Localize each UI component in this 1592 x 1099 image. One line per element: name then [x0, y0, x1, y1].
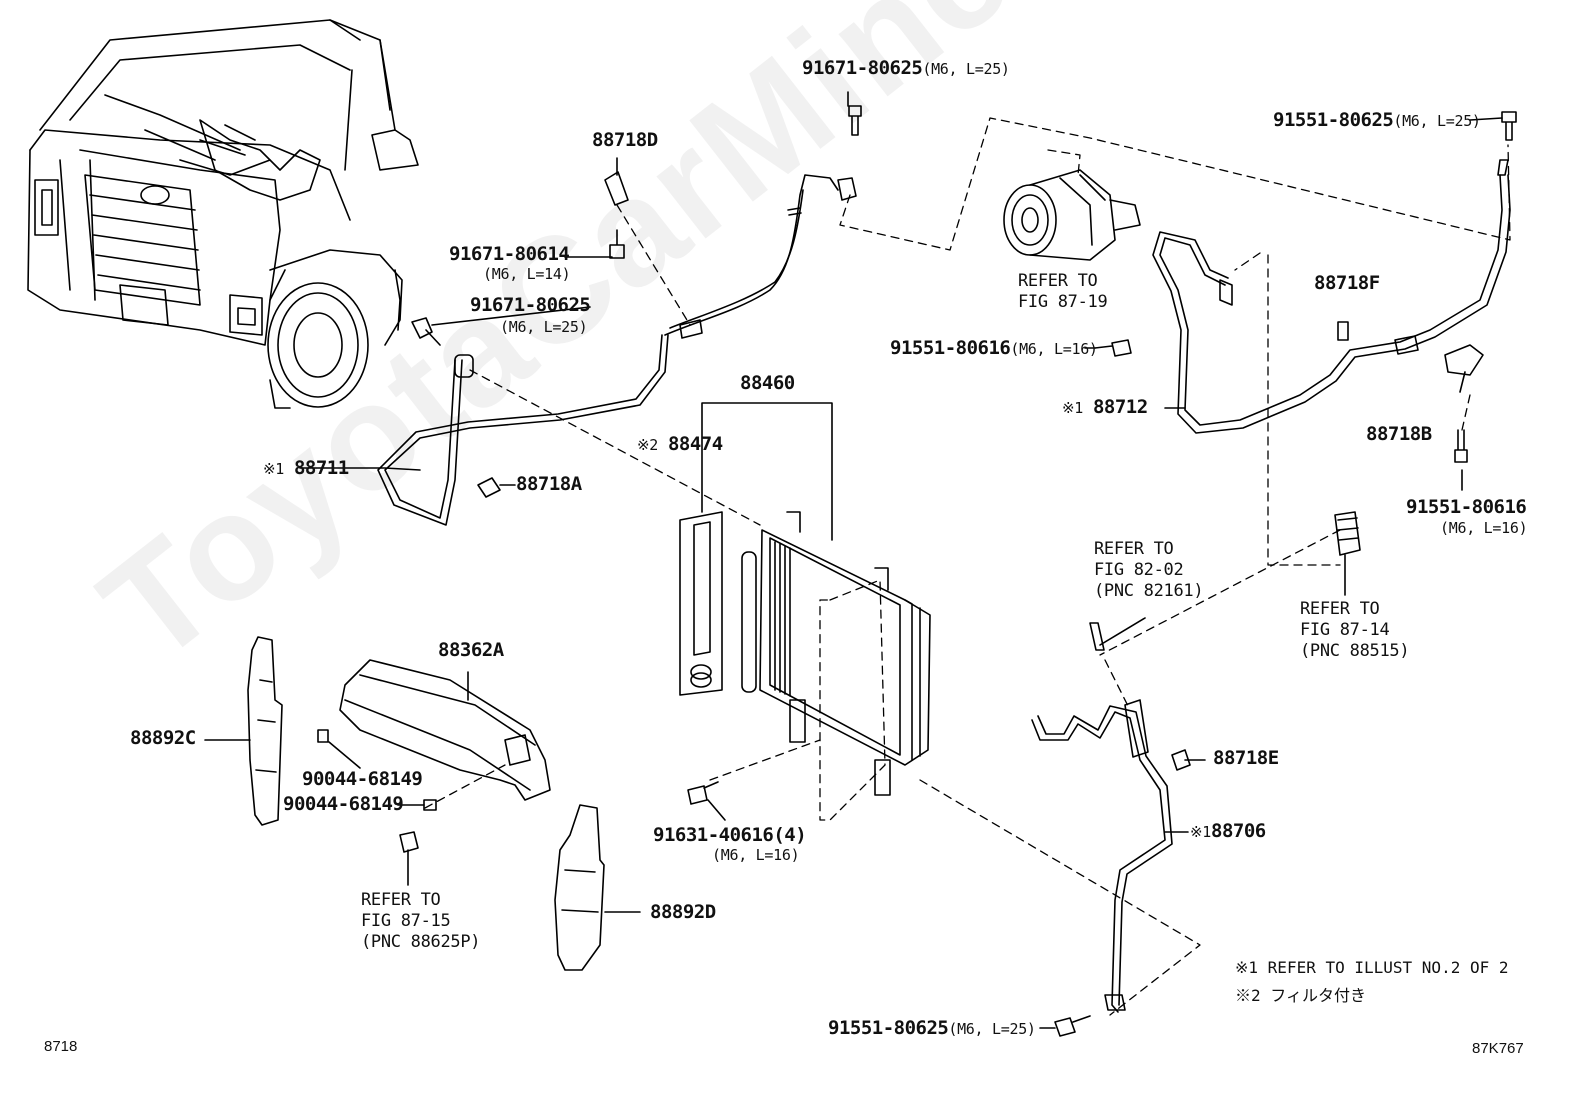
bolt-spec: (M6, L=16) [1010, 340, 1098, 358]
bolt-label-top-center: 91671-80625(M6, L=25) [802, 58, 1010, 79]
compressor-ref-line2: FIG 87-19 [1018, 292, 1108, 312]
condenser-88460-drawing [741, 511, 931, 796]
part-number: 91551-80616 [890, 337, 1011, 359]
switch-ref-line2: FIG 87-14 [1300, 620, 1390, 640]
filter-88474-drawing [679, 511, 723, 696]
clamp-label-88718f: 88718F [1314, 272, 1380, 294]
bolt-label-80625-left: 91671-80625 [470, 294, 591, 316]
bolt-spec: (M6, L=25) [948, 1020, 1036, 1038]
seal-88892d-drawing [554, 804, 605, 971]
liquid-tube-88706-drawing [1031, 699, 1191, 1013]
bolt-spec: (M6, L=25) [1393, 112, 1481, 130]
pressure-switch-drawing [1334, 511, 1361, 556]
leader-lines [204, 91, 1503, 1029]
bolt-spec-80625-left: (M6, L=25) [500, 318, 588, 336]
sensor-ref-line3: (PNC 82161) [1094, 581, 1204, 601]
part-number: 91551-80625 [828, 1017, 949, 1039]
figure-code-right: 87K767 [1472, 1040, 1524, 1057]
grommet-drawing [399, 831, 419, 853]
sensor-ref-line1: REFER TO [1094, 539, 1174, 559]
compressor-drawing [1003, 169, 1141, 261]
part-number: 88711 [293, 457, 349, 479]
figure-code-left: 8718 [44, 1038, 78, 1055]
grommet-ref-line1: REFER TO [361, 890, 441, 910]
clip-label-68149-b: 90044-68149 [283, 793, 404, 815]
bolt-spec: (M6, L=25) [922, 60, 1010, 78]
clamp-label-88718e: 88718E [1213, 747, 1279, 769]
discharge-hose-88711-drawing [377, 174, 857, 526]
bolt-label-40616: 91631-40616(4) [653, 824, 807, 846]
seal-label-88892c: 88892C [130, 727, 196, 749]
seal-label-88892d: 88892D [650, 901, 716, 923]
switch-ref-line1: REFER TO [1300, 599, 1380, 619]
bolt-spec-40616: (M6, L=16) [712, 846, 800, 864]
note-mark: ※2 [637, 436, 658, 454]
part-number: 91551-80625 [1273, 109, 1394, 131]
note-mark: ※1 [1190, 823, 1211, 841]
tube-label-88706: ※188706 [1190, 821, 1266, 842]
condenser-label-88460: 88460 [740, 372, 795, 394]
bolt-label-top-right: 91551-80625(M6, L=25) [1273, 110, 1481, 131]
suction-hose-88712-drawing [1152, 159, 1511, 434]
bolt-label-80616-mid: 91551-80616(M6, L=16) [890, 338, 1098, 359]
footnote-2: ※2 フィルタ付き [1235, 986, 1366, 1005]
grommet-ref-line2: FIG 87-15 [361, 911, 451, 931]
note-mark: ※1 [263, 460, 284, 478]
switch-ref-line3: (PNC 88515) [1300, 641, 1410, 661]
vehicle-front-illustration [27, 19, 419, 409]
bolt-label-80614: 91671-80614 [449, 243, 570, 265]
compressor-ref-line1: REFER TO [1018, 271, 1098, 291]
sensor-ref-line2: FIG 82-02 [1094, 560, 1184, 580]
filter-label-88474: ※2 88474 [637, 434, 723, 455]
bolt-spec-80614: (M6, L=14) [483, 265, 571, 283]
hose-label-88712: ※1 88712 [1062, 397, 1148, 418]
hose-label-88711: ※1 88711 [263, 458, 349, 479]
seal-label-88362a: 88362A [438, 639, 504, 661]
part-number: 88712 [1092, 396, 1148, 418]
dashed-lines [424, 117, 1511, 1016]
bolt-label-bottom: 91551-80625(M6, L=25) [828, 1018, 1036, 1039]
clamp-label-88718b: 88718B [1366, 423, 1432, 445]
seal-88362a-drawing [339, 659, 551, 801]
part-number: 91671-80625 [802, 57, 923, 79]
bolt-label-80616-right: 91551-80616 [1406, 496, 1527, 518]
part-number: 88706 [1211, 820, 1266, 842]
clip-label-68149-a: 90044-68149 [302, 768, 423, 790]
footnote-1: ※1 REFER TO ILLUST NO.2 OF 2 [1235, 958, 1509, 977]
grommet-ref-line3: (PNC 88625P) [361, 932, 481, 952]
clamp-label-88718a: 88718A [516, 473, 582, 495]
note-mark: ※1 [1062, 399, 1083, 417]
clamp-label-88718d: 88718D [592, 129, 658, 151]
seal-88892c-drawing [247, 636, 283, 826]
bolt-glyphs [317, 105, 1517, 1037]
part-number: 88474 [667, 433, 723, 455]
bolt-spec-80616-right: (M6, L=16) [1440, 519, 1528, 537]
